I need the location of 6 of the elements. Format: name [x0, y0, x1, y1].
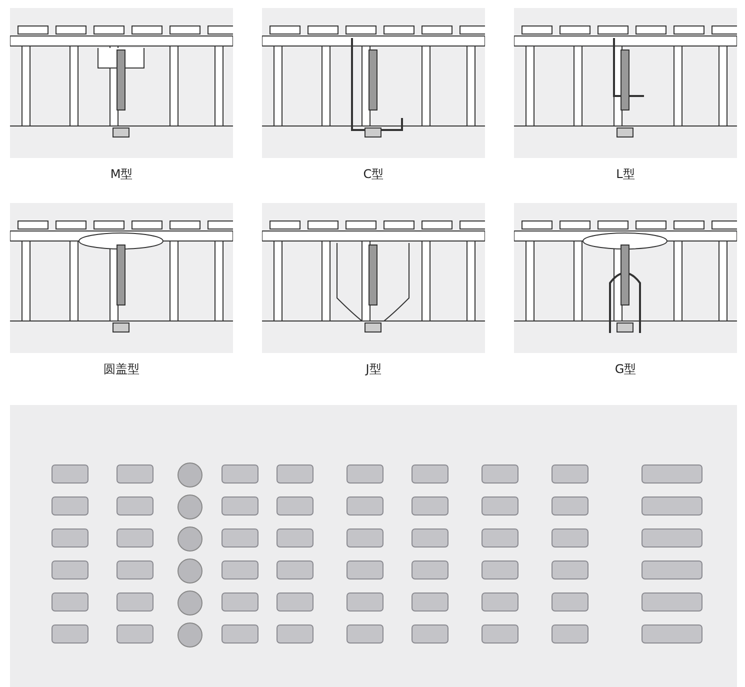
clip-type-caption: C型 — [363, 166, 384, 183]
clip-type-caption: M型 — [110, 166, 133, 183]
clip-type-caption: 圆盖型 — [104, 361, 140, 378]
clip-type-caption: J型 — [366, 361, 382, 378]
clip-type-caption: L型 — [616, 166, 635, 183]
clip-type-caption: G型 — [614, 361, 636, 378]
